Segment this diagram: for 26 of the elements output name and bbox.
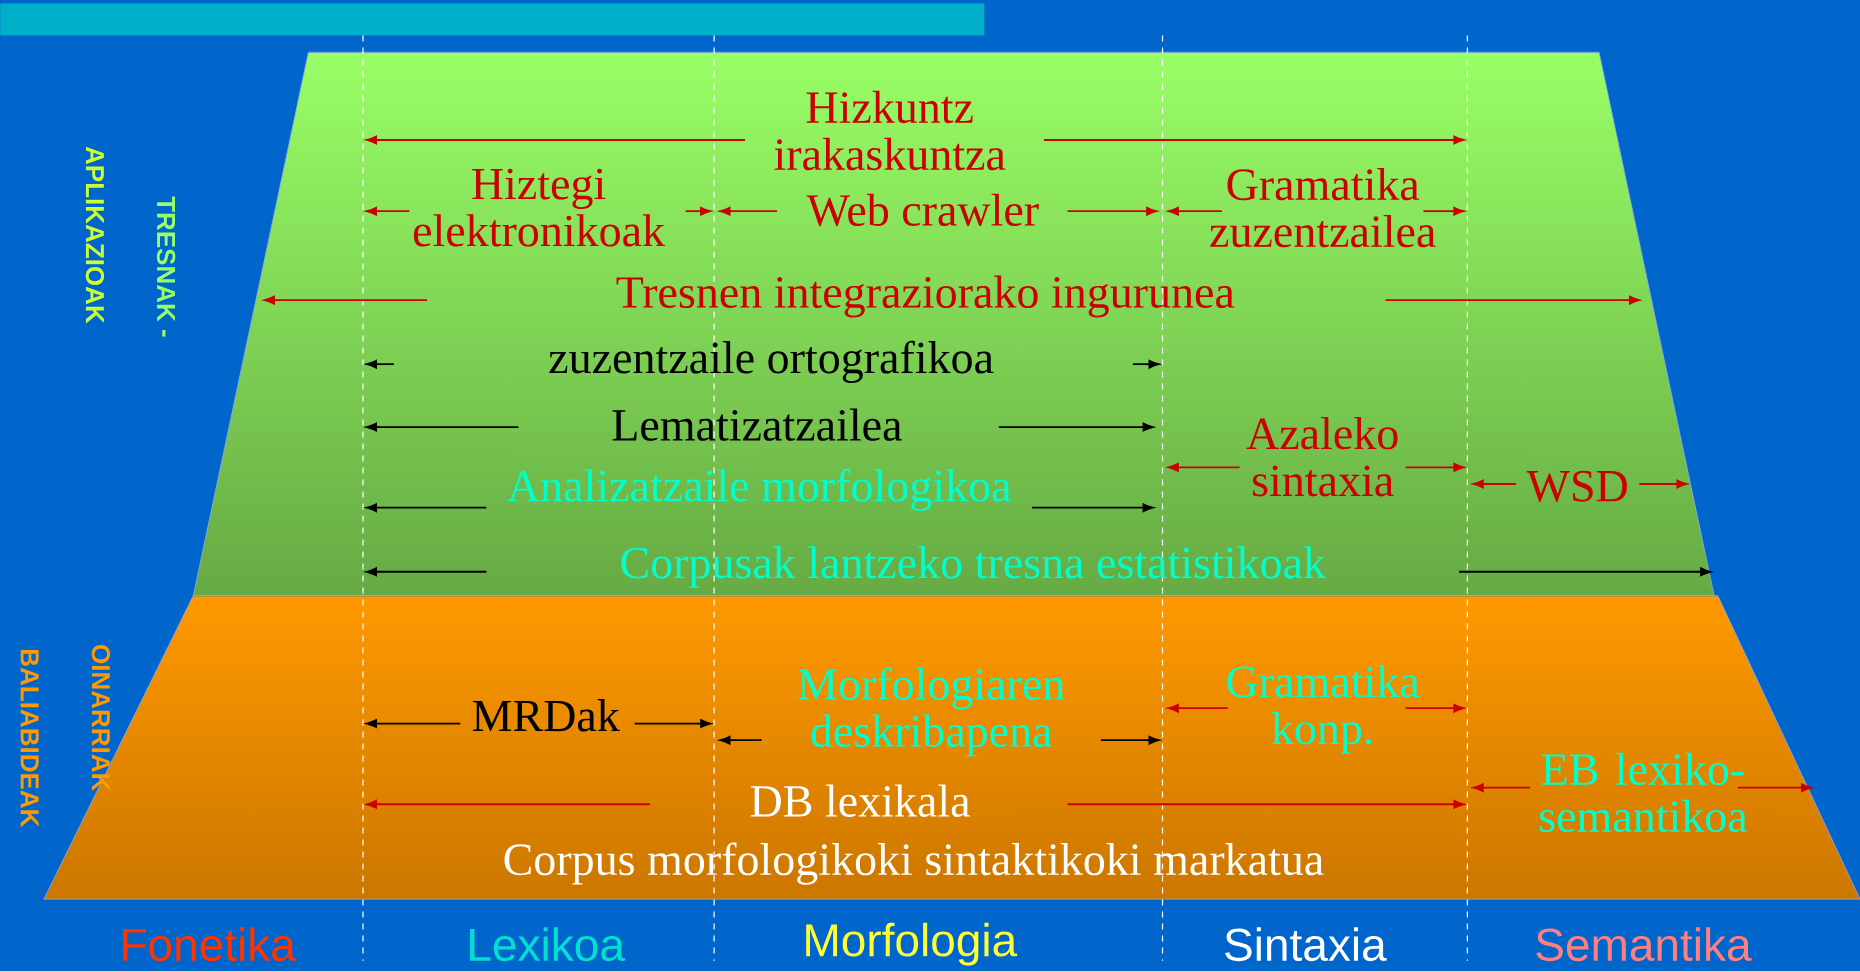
tool-label: Hizkuntz irakaskuntza — [774, 91, 1006, 171]
tool-label: zuzentzaile ortografikoa — [549, 340, 994, 384]
tool-label: Tresnen integraziorako ingurunea — [616, 275, 1235, 318]
tool-label: Web crawler — [806, 193, 1039, 227]
tool-label: WSD — [1526, 471, 1627, 503]
tool-label: EB lexiko- semantikoa — [1540, 752, 1748, 833]
column-heading: Sintaxia — [1225, 927, 1387, 962]
vertical-label: APLIKAZIOAK — [85, 146, 105, 324]
tool-label: Gramatika zuzentzailea — [1210, 168, 1436, 248]
tool-label: Corpusak lantzeko tresna estatistikoak — [621, 546, 1327, 589]
vertical-label: TRESNAK - — [156, 196, 176, 337]
vertical-label: BALIABIDEAK — [20, 650, 39, 828]
header-bar — [0, 3, 985, 36]
tool-label: Analizatzaile morfologikoa — [507, 469, 1011, 512]
tool-label: Corpus morfologikoki sintaktikoki markatua — [504, 842, 1324, 885]
column-heading: Lexikoa — [470, 927, 625, 962]
tool-label: Lematizatzailea — [612, 408, 902, 442]
tool-label: Hiztegi elektronikoak — [413, 168, 666, 247]
column-heading: Morfologia — [806, 923, 1018, 966]
tool-label: MRDak — [472, 699, 620, 732]
column-heading: Fonetika — [123, 927, 296, 962]
column-heading: Semantika — [1536, 927, 1752, 962]
tool-label: Azaleko sintaxia — [1246, 417, 1398, 497]
tool-label: DB lexikala — [750, 784, 970, 818]
tool-label: Morfologiaren deskribapena — [798, 667, 1065, 757]
tool-label: Gramatika konp. — [1227, 665, 1420, 754]
